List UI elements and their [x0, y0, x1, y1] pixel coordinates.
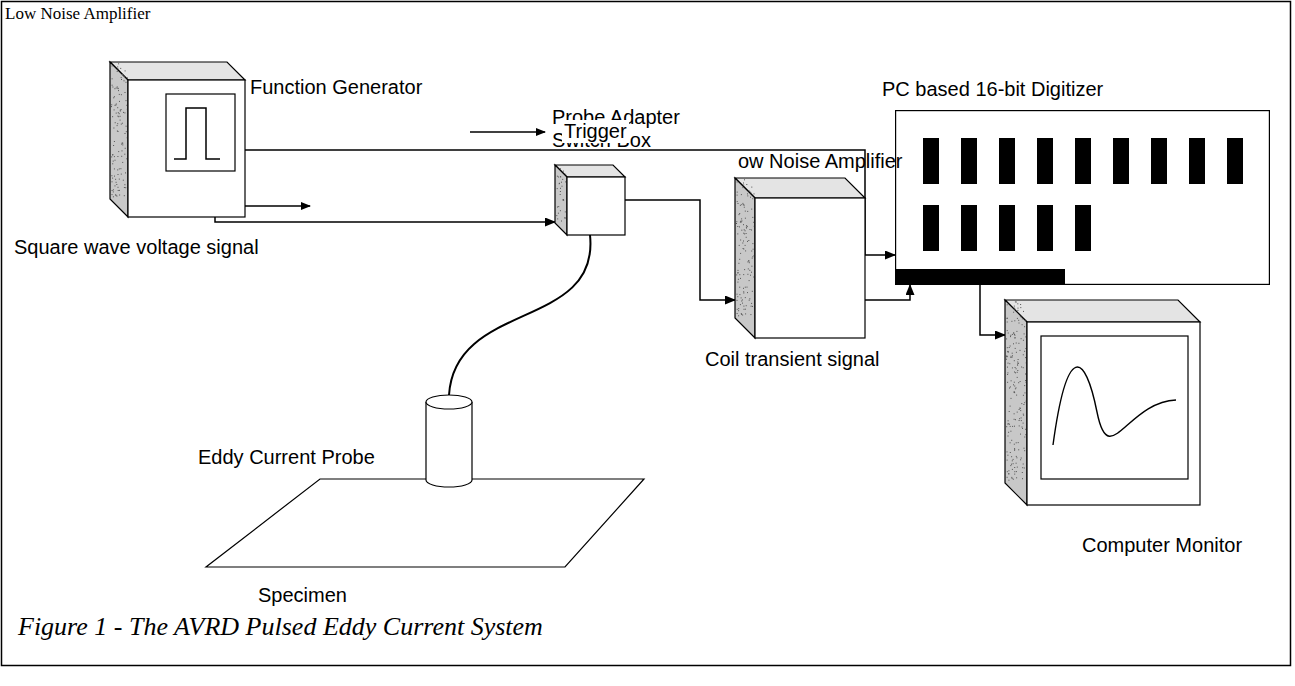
signal-wire — [865, 285, 910, 300]
signal-label: Square wave voltage signal — [12, 236, 261, 259]
node-outline — [205, 478, 645, 568]
signal-label: Coil transient signal — [703, 348, 882, 371]
signal-label: Trigger — [562, 120, 629, 143]
signal-wire — [625, 200, 735, 300]
computer-monitor: Computer Monitor — [1005, 300, 1200, 505]
digitizer-card: PC based 16-bit Digitizer — [895, 110, 1270, 285]
signal-direction-arrow — [240, 205, 310, 207]
node-label: Specimen — [258, 584, 347, 607]
header-note: Low Noise Amplifier — [5, 4, 150, 24]
node-outline — [1005, 300, 1200, 505]
signal-direction-arrow — [470, 131, 545, 133]
function-generator: Function Generator — [110, 62, 245, 217]
node-outline — [895, 110, 1270, 285]
amplifier-box: ow Noise Amplifier — [735, 178, 865, 338]
signal-wire — [215, 217, 555, 222]
specimen-plate: Specimen — [205, 478, 645, 568]
node-label: ow Noise Amplifier — [738, 150, 903, 173]
node-outline — [735, 178, 865, 338]
node-label: Computer Monitor — [1082, 534, 1242, 557]
node-label: PC based 16-bit Digitizer — [882, 78, 1103, 101]
switch-box: Probe Adapter Switch Box — [555, 165, 625, 235]
node-outline — [425, 395, 473, 487]
node-label: Eddy Current Probe — [198, 446, 375, 469]
figure-frame — [2, 2, 1291, 666]
signal-wire — [980, 285, 1005, 335]
eddy-current-probe: Eddy Current Probe — [425, 395, 473, 487]
probe-cable — [449, 235, 590, 395]
node-label: Function Generator — [250, 76, 422, 99]
figure-caption: Figure 1 - The AVRD Pulsed Eddy Current … — [18, 612, 543, 642]
node-outline — [555, 165, 625, 235]
node-outline — [110, 62, 245, 217]
